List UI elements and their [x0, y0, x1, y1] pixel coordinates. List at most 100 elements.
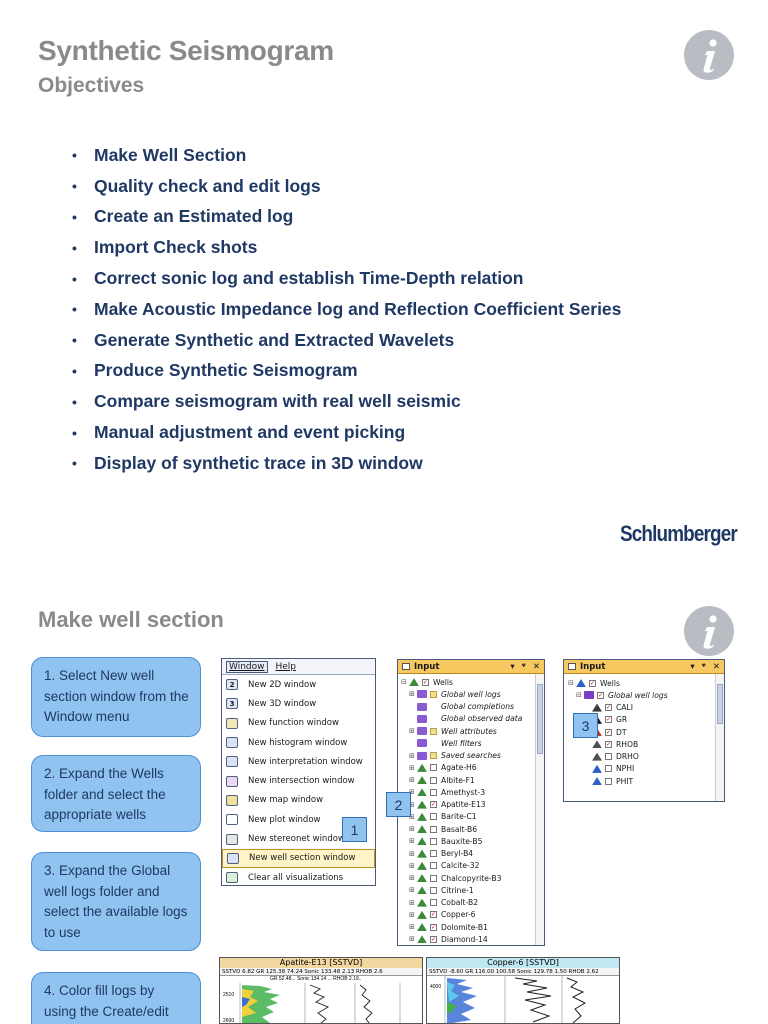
tree-row[interactable]: ⊞Cobalt-B2	[401, 897, 544, 909]
tree-row[interactable]: ⊞Calcite-32	[401, 860, 544, 872]
tree-row[interactable]: ⊞Saved searches	[401, 750, 544, 762]
checkbox[interactable]	[430, 813, 437, 821]
menu-item[interactable]: New stereonet window	[222, 829, 375, 848]
expand-toggle-icon[interactable]: ⊞	[409, 751, 415, 760]
checkbox[interactable]	[430, 690, 437, 698]
checkbox[interactable]	[430, 825, 437, 833]
checkbox[interactable]	[430, 776, 437, 784]
checkbox[interactable]	[430, 862, 437, 870]
menu-item[interactable]: New map window	[222, 791, 375, 810]
tree-row[interactable]: ⊞Amethyst-3	[401, 786, 544, 798]
checkbox[interactable]: ✓	[430, 923, 437, 931]
tree-row[interactable]: ⊞✓Diamond-14	[401, 933, 544, 945]
tree-row[interactable]: DRHO	[568, 751, 724, 763]
checkbox[interactable]: ✓	[605, 740, 612, 748]
checkbox[interactable]: ✓	[589, 679, 596, 687]
expand-toggle-icon[interactable]: ⊞	[409, 837, 415, 846]
expand-toggle-icon[interactable]: ⊞	[409, 886, 415, 895]
expand-toggle-icon[interactable]: ⊞	[409, 690, 415, 699]
pin-icon[interactable]: ᵠ	[701, 661, 706, 672]
tree-row[interactable]: Global observed data	[401, 713, 544, 725]
checkbox[interactable]: ✓	[430, 911, 437, 919]
menu-item[interactable]: New well section window	[222, 848, 375, 868]
tree-row[interactable]: ✓CALI	[568, 702, 724, 714]
expand-toggle-icon[interactable]: ⊞	[409, 776, 415, 785]
menu-window[interactable]: Window	[226, 660, 268, 673]
tree-row[interactable]: ⊞Well attributes	[401, 725, 544, 737]
tree-row[interactable]: ⊟✓Global well logs	[568, 689, 724, 701]
checkbox[interactable]	[430, 727, 437, 735]
close-icon[interactable]: ✕	[712, 661, 720, 672]
close-icon[interactable]: ✕	[532, 661, 540, 672]
tree-row[interactable]: PHIT	[568, 775, 724, 787]
checkbox[interactable]: ✓	[605, 728, 612, 736]
menu-item[interactable]: New interpretation window	[222, 752, 375, 771]
checkbox[interactable]: ✓	[430, 935, 437, 943]
expand-toggle-icon[interactable]: ⊞	[409, 800, 415, 809]
checkbox[interactable]	[430, 764, 437, 772]
checkbox[interactable]: ✓	[605, 704, 612, 712]
expand-toggle-icon[interactable]: ⊞	[409, 861, 415, 870]
checkbox[interactable]	[430, 874, 437, 882]
tree-row[interactable]: ⊟✓Wells	[568, 677, 724, 689]
checkbox[interactable]	[430, 899, 437, 907]
tree-row[interactable]: ⊞Chalcopyrite-B3	[401, 872, 544, 884]
expand-toggle-icon[interactable]: ⊞	[409, 874, 415, 883]
checkbox[interactable]: ✓	[597, 691, 604, 699]
tree-row[interactable]: Well filters	[401, 737, 544, 749]
checkbox[interactable]	[605, 777, 612, 785]
tree-row[interactable]: ✓RHOB	[568, 738, 724, 750]
tree-row[interactable]: ⊞✓Dolomite-B1	[401, 921, 544, 933]
expand-toggle-icon[interactable]: ⊞	[409, 898, 415, 907]
menu-item[interactable]: New function window	[222, 714, 375, 733]
expand-toggle-icon[interactable]: ⊞	[409, 935, 415, 944]
expand-toggle-icon[interactable]: ⊞	[409, 849, 415, 858]
dropdown-icon[interactable]: ▾	[510, 661, 515, 672]
checkbox[interactable]	[430, 850, 437, 858]
tree-row[interactable]: ⊞Global well logs	[401, 688, 544, 700]
dropdown-icon[interactable]: ▾	[690, 661, 695, 672]
checkbox[interactable]: ✓	[430, 801, 437, 809]
expand-toggle-icon[interactable]: ⊞	[409, 910, 415, 919]
menu-item[interactable]: New plot window	[222, 810, 375, 829]
checkbox[interactable]	[430, 837, 437, 845]
tree-row[interactable]: Global completions	[401, 701, 544, 713]
checkbox[interactable]	[605, 753, 612, 761]
tree-row[interactable]: ⊞Beryl-B4	[401, 848, 544, 860]
expand-toggle-icon[interactable]: ⊟	[568, 679, 574, 688]
checkbox[interactable]	[430, 788, 437, 796]
expand-toggle-icon[interactable]: ⊟	[401, 678, 407, 687]
menu-item[interactable]: New histogram window	[222, 733, 375, 752]
menu-help[interactable]: Help	[275, 661, 297, 672]
tree-row[interactable]: ⊟✓Wells	[401, 676, 544, 688]
tree-row[interactable]: ⊞Barite-C1	[401, 811, 544, 823]
checkbox[interactable]	[605, 765, 612, 773]
pin-icon[interactable]: ᵠ	[521, 661, 526, 672]
menu-item[interactable]: New intersection window	[222, 771, 375, 790]
expand-toggle-icon[interactable]: ⊞	[409, 812, 415, 821]
tree-row[interactable]: ⊞Albite-F1	[401, 774, 544, 786]
tree-row[interactable]: ⊞Citrine-1	[401, 884, 544, 896]
expand-toggle-icon[interactable]: ⊞	[409, 763, 415, 772]
tree-row[interactable]: ⊞✓Apatite-E13	[401, 799, 544, 811]
expand-toggle-icon[interactable]: ⊞	[409, 825, 415, 834]
checkbox[interactable]	[430, 752, 437, 760]
checkbox[interactable]: ✓	[422, 678, 429, 686]
expand-toggle-icon[interactable]: ⊟	[576, 691, 582, 700]
tree-row[interactable]: ⊞Basalt-B6	[401, 823, 544, 835]
checkbox[interactable]	[430, 886, 437, 894]
tree-row[interactable]: ⊞✓Copper-6	[401, 909, 544, 921]
expand-toggle-icon[interactable]: ⊞	[409, 923, 415, 932]
tree-row[interactable]: ⊞Agate-H6	[401, 762, 544, 774]
well-icon	[592, 764, 602, 773]
wells-scrollbar[interactable]	[535, 674, 544, 945]
tree-row[interactable]: NPHI	[568, 763, 724, 775]
menu-item[interactable]: Clear all visualizations	[222, 868, 375, 887]
tree-row[interactable]: ⊞Bauxite-B5	[401, 835, 544, 847]
checkbox[interactable]: ✓	[605, 716, 612, 724]
expand-toggle-icon[interactable]: ⊞	[409, 788, 415, 797]
expand-toggle-icon[interactable]: ⊞	[409, 727, 415, 736]
logs-scrollbar[interactable]	[715, 674, 724, 801]
